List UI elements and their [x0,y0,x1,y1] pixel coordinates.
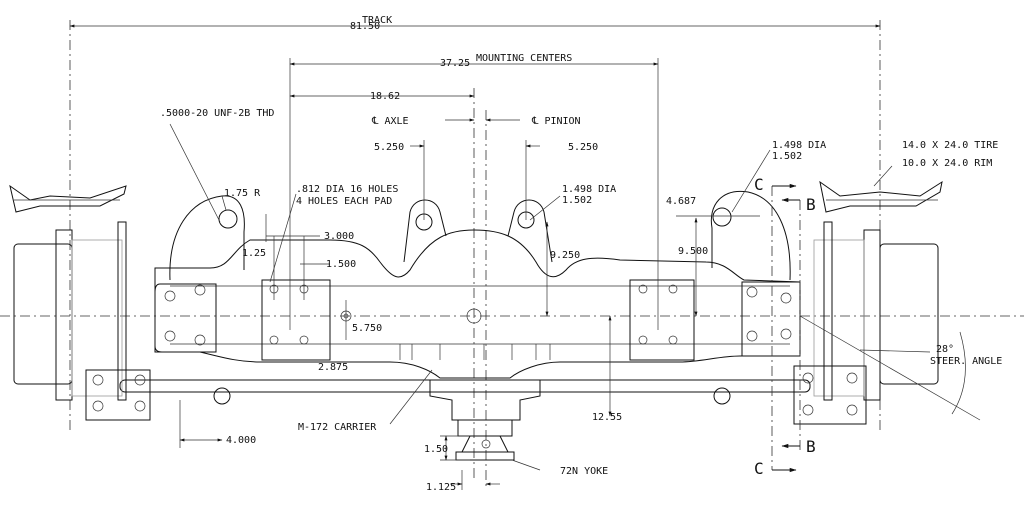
dim-125: 1.25 [242,248,266,259]
dim-4000: 4.000 [226,435,256,446]
pinion-centerline-label: ℄ PINION [531,116,581,127]
carrier [429,380,541,461]
holes-callout-1: .812 DIA 16 HOLES [296,184,398,195]
tire-spec: 14.0 X 24.0 TIRE [902,140,998,151]
dim-4687: 4.687 [666,196,696,207]
dim-150: 1.50 [424,444,448,455]
center-dia-callout-2: 1.502 [562,195,592,206]
dim-9250: 9.250 [550,250,580,261]
carrier-callout: M-172 CARRIER [298,422,377,433]
dim-9500: 9.500 [678,246,708,257]
dim-1125: 1.125 [426,482,456,493]
dimension-labels: 81.50 TRACK 37.25 MOUNTING CENTERS 18.62… [160,15,1002,493]
section-b-top: B [806,195,816,214]
right-dia-callout-1: 1.498 DIA [772,140,826,151]
section-b-bottom: B [806,437,816,456]
axle-housing [154,190,801,379]
section-c-bottom: C [754,459,764,478]
dim-5250-right: 5.250 [568,142,598,153]
track-dim: 81.50 [350,21,380,32]
dim-3000: 3.000 [324,231,354,242]
mounting-label: MOUNTING CENTERS [476,53,572,64]
steer-angle-value: 28° [936,344,954,355]
section-lines [771,183,801,473]
dim-1500: 1.500 [326,259,356,270]
half-dim: 18.62 [370,91,400,102]
dim-5750: 5.750 [352,323,382,334]
holes-callout-2: 4 HOLES EACH PAD [296,196,392,207]
tie-rod [119,379,811,405]
steer-angle-label: STEER. ANGLE [930,356,1002,367]
dimension-lines [69,24,931,490]
rim-spec: 10.0 X 24.0 RIM [902,158,992,169]
section-c-top: C [754,175,764,194]
thread-callout: .5000-20 UNF-2B THD [160,108,274,119]
track-label: TRACK [362,15,392,26]
yoke-callout: 72N YOKE [560,466,608,477]
left-wheel-end [9,184,151,421]
center-dia-callout-1: 1.498 DIA [562,184,616,195]
dim-1255: 12.55 [592,412,622,423]
dim-2875: 2.875 [318,362,348,373]
mounting-dim: 37.25 [440,58,470,69]
radius-callout: 1.75 R [224,188,261,199]
right-dia-callout-2: 1.502 [772,151,802,162]
axle-centerline-label: ℄ AXLE [371,116,409,127]
right-wheel-end [793,180,981,425]
dim-5250-left: 5.250 [374,142,404,153]
